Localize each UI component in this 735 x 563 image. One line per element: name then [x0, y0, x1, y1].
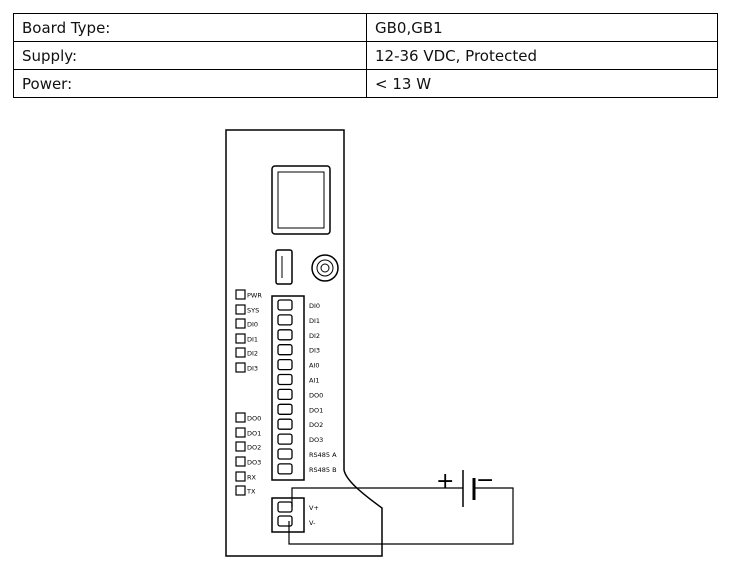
led-label: RX [247, 474, 257, 482]
io-terminal-label: DO3 [309, 436, 323, 444]
power-terminal-vplus: V+ [277, 501, 319, 513]
spec-label: Power: [13, 69, 367, 98]
io-terminal: DI0 [277, 299, 320, 311]
io-terminal-label: DI0 [309, 302, 320, 310]
spec-row-supply: Supply: 12-36 VDC, Protected [13, 41, 718, 70]
spec-value: < 13 W [366, 69, 718, 98]
led-label: DI0 [247, 321, 258, 329]
spec-label: Board Type: [13, 13, 367, 42]
led-group-bottom: DO0 DO1 DO2 DO3 RX TX [235, 412, 261, 496]
board-chip-inner [277, 171, 325, 229]
io-terminal: AI0 [277, 358, 320, 371]
led-label: DI3 [247, 365, 258, 373]
io-terminal: DO2 [277, 418, 323, 430]
power-terminal-block [271, 497, 305, 533]
wire-positive [291, 487, 463, 507]
battery-minus-label: − [476, 468, 494, 493]
io-terminal-label: DO1 [309, 406, 323, 414]
led-tx: TX [235, 485, 256, 496]
io-terminal-label: DI1 [309, 317, 320, 325]
io-terminal: AI1 [277, 373, 320, 386]
led-label: PWR [247, 292, 262, 300]
io-terminal-label: RS485 B [309, 466, 337, 474]
spec-row-board-type: Board Type: GB0,GB1 [13, 13, 718, 42]
io-terminal-label: AI0 [309, 362, 320, 370]
io-terminal-label: AI1 [309, 377, 320, 385]
led-label: DI2 [247, 350, 258, 358]
led-label: TX [246, 488, 256, 496]
io-terminal-label: DO2 [309, 421, 323, 429]
led-do0: DO0 [235, 412, 261, 423]
led-label: DO1 [247, 430, 261, 438]
io-terminal: DO1 [277, 403, 323, 415]
board-chip [271, 165, 331, 235]
led-do3: DO3 [235, 456, 261, 467]
led-di1: DI1 [235, 333, 258, 344]
io-terminal-label: RS485 A [309, 451, 337, 459]
led-do2: DO2 [235, 441, 261, 452]
led-label: DI1 [247, 336, 258, 344]
usb-connector [275, 249, 293, 285]
led-sys: SYS [235, 304, 259, 315]
led-label: DO3 [247, 459, 261, 467]
io-terminal: DI3 [277, 344, 320, 356]
power-terminal-vminus: V- [277, 515, 316, 527]
power-terminal-label: V- [309, 519, 316, 527]
io-terminal-block [271, 295, 305, 481]
led-label: DO2 [247, 444, 261, 452]
led-rx: RX [235, 471, 257, 482]
spec-row-power: Power: < 13 W [13, 69, 718, 98]
wire-negative [288, 487, 514, 545]
io-terminal-label: DO0 [309, 391, 323, 399]
led-di3: DI3 [235, 362, 258, 373]
led-label: SYS [247, 307, 259, 315]
io-terminal: RS485 B [277, 463, 337, 475]
power-terminal-label: V+ [309, 504, 319, 512]
io-terminal: RS485 A [277, 448, 337, 460]
battery-plus-label: + [436, 469, 454, 494]
led-di0: DI0 [235, 318, 258, 329]
battery-icon: + − [436, 468, 494, 507]
led-pwr: PWR [235, 289, 262, 300]
led-di2: DI2 [235, 347, 258, 358]
board-outline [225, 129, 383, 557]
spec-value: 12-36 VDC, Protected [366, 41, 718, 70]
io-terminal: DI1 [277, 314, 320, 326]
io-terminal: DO0 [277, 388, 323, 401]
spec-table: Board Type: GB0,GB1 Supply: 12-36 VDC, P… [13, 13, 718, 98]
led-group-top: PWR SYS DI0 DI1 DI2 DI3 [235, 289, 262, 373]
io-terminal: DI2 [277, 329, 320, 341]
led-label: DO0 [247, 415, 261, 423]
io-terminal: DO3 [277, 433, 323, 445]
led-do1: DO1 [235, 427, 261, 438]
io-terminal-label: DI2 [309, 332, 320, 340]
reset-button [311, 254, 339, 282]
spec-value: GB0,GB1 [366, 13, 718, 42]
io-terminal-label: DI3 [309, 347, 320, 355]
